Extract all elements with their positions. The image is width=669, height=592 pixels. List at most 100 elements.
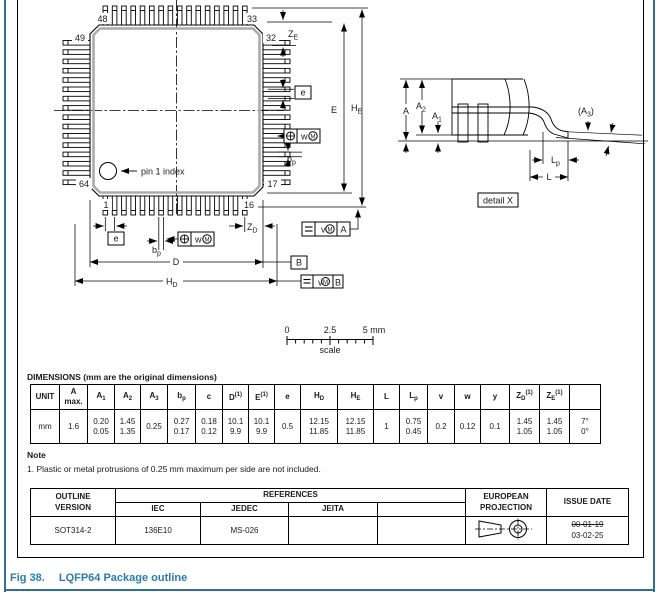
dim-column-header: e (274, 384, 301, 410)
pin (262, 67, 291, 74)
pin (62, 133, 91, 139)
feature-boxes (107, 85, 351, 289)
pin (149, 5, 155, 26)
pin (62, 58, 91, 65)
extra-ref-value (377, 515, 466, 546)
page-border-right (653, 0, 655, 592)
col-issue-date: ISSUE DATE (546, 488, 629, 517)
dim-label-bp-right: bp (287, 154, 296, 167)
col-outline-version: OUTLINE VERSION (30, 488, 116, 517)
pin (111, 5, 118, 26)
pin-number-33: 33 (247, 14, 257, 24)
projection-symbol-cell (465, 515, 547, 546)
scale-label: scale (319, 345, 340, 355)
dim-column-header: Lp (399, 384, 428, 410)
pin (62, 86, 91, 93)
page-border-bottom (4, 589, 655, 591)
figure-title: LQFP64 Package outline (58, 572, 188, 584)
pin (139, 5, 146, 26)
col-european-projection: EUROPEAN PROJECTION (465, 488, 547, 517)
dim-column-header: A3 (140, 384, 168, 410)
side-view-detail-x (398, 78, 648, 208)
first-angle-projection-icon (475, 518, 532, 540)
issue-date-old: 00-01-19 (571, 520, 604, 530)
pin-number-16: 16 (244, 200, 254, 210)
pin (214, 5, 220, 26)
dim-column-header: ZD(1) (509, 384, 540, 410)
dim-value-cell: 1 (373, 409, 400, 444)
dim-column-header: D(1) (222, 384, 249, 410)
datum-B-label: B (296, 258, 302, 268)
pin (111, 195, 118, 216)
dim-label-M-bottom: M (205, 238, 210, 244)
pin-number-49: 49 (75, 33, 85, 43)
dim-column-header: bp (167, 384, 196, 410)
dim-label-w-right: w (300, 132, 308, 142)
dim-label-e-bottom: e (113, 234, 118, 244)
note-heading: Note (27, 450, 46, 460)
pin (158, 195, 164, 216)
figure-number: Fig 38. (10, 572, 45, 584)
references-table: OUTLINE VERSION REFERENCES EUROPEAN PROJ… (30, 488, 629, 546)
dim-column-header: w (454, 384, 481, 410)
pin-number-17: 17 (267, 179, 277, 189)
pin (121, 5, 127, 26)
datum-B2-label: B (335, 278, 341, 288)
dim-label-M-B: M (323, 280, 328, 286)
scale-mid: 2.5 (324, 325, 337, 335)
pin (176, 5, 183, 26)
dim-value-cell: 1.6 (59, 409, 88, 444)
pin (62, 105, 91, 111)
dim-label-ZD: ZD (247, 222, 258, 235)
dim-column-header: HE (337, 384, 374, 410)
pin (262, 151, 291, 158)
pin (62, 123, 91, 130)
package-body-inner (92, 27, 261, 194)
pin (149, 195, 155, 216)
dim-label-bp-bottom: bp (152, 245, 161, 258)
dim-label-A1: A1 (432, 111, 442, 124)
iec-value: 136E10 (115, 515, 201, 546)
issue-date-new: 03-02-25 (571, 530, 604, 540)
figure-border (17, 557, 644, 559)
scale-bar (286, 336, 374, 345)
scale-0: 0 (284, 325, 289, 335)
pin (130, 195, 136, 216)
pin (62, 160, 91, 167)
scale-end: 5 mm (363, 325, 386, 335)
pin (262, 114, 291, 120)
dim-label-e-right: e (300, 88, 305, 98)
pin (167, 5, 174, 26)
dim-value-cell: 0.1 (480, 409, 510, 444)
dim-label-A3: (A3) (578, 106, 594, 119)
col-blank (377, 502, 466, 517)
dim-column-header (569, 384, 601, 410)
dim-column-header: E(1) (248, 384, 275, 410)
pin (262, 58, 291, 65)
dim-value-cell: 7°0° (569, 409, 601, 444)
dim-label-v-B: v (318, 278, 323, 288)
pin (186, 195, 192, 216)
dim-label-Lp: Lp (551, 155, 560, 168)
page-border-left (4, 0, 6, 592)
dim-column-header: L (373, 384, 400, 410)
pin (121, 195, 127, 216)
pin (195, 5, 202, 26)
dim-column-header: c (195, 384, 223, 410)
pin-number-32: 32 (266, 33, 276, 43)
package-body (89, 24, 264, 197)
detail-x-label: detail X (483, 196, 513, 206)
pin-number-48: 48 (97, 14, 107, 24)
pin (223, 5, 229, 26)
dim-label-M-A: M (328, 228, 333, 234)
pin (204, 5, 211, 26)
pin (262, 160, 291, 167)
pin (62, 142, 91, 148)
